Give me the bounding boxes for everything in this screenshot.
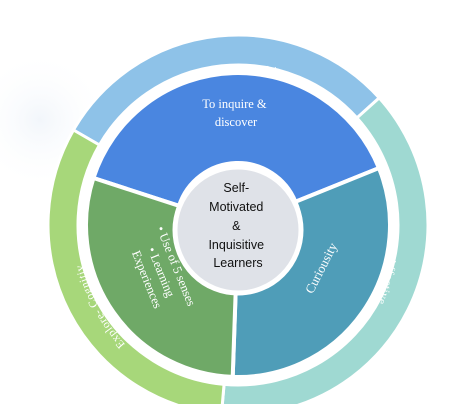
- outer-ring: [46, 33, 430, 404]
- outer-ring-right: [220, 95, 430, 404]
- center-label: Self- Motivated & Inquisitive Learners: [208, 181, 267, 270]
- segment-inquire: [90, 71, 382, 209]
- segment-inquire-label: To inquire & discover: [202, 97, 270, 129]
- center-hub: [172, 164, 304, 296]
- outer-ring-left: [46, 127, 226, 404]
